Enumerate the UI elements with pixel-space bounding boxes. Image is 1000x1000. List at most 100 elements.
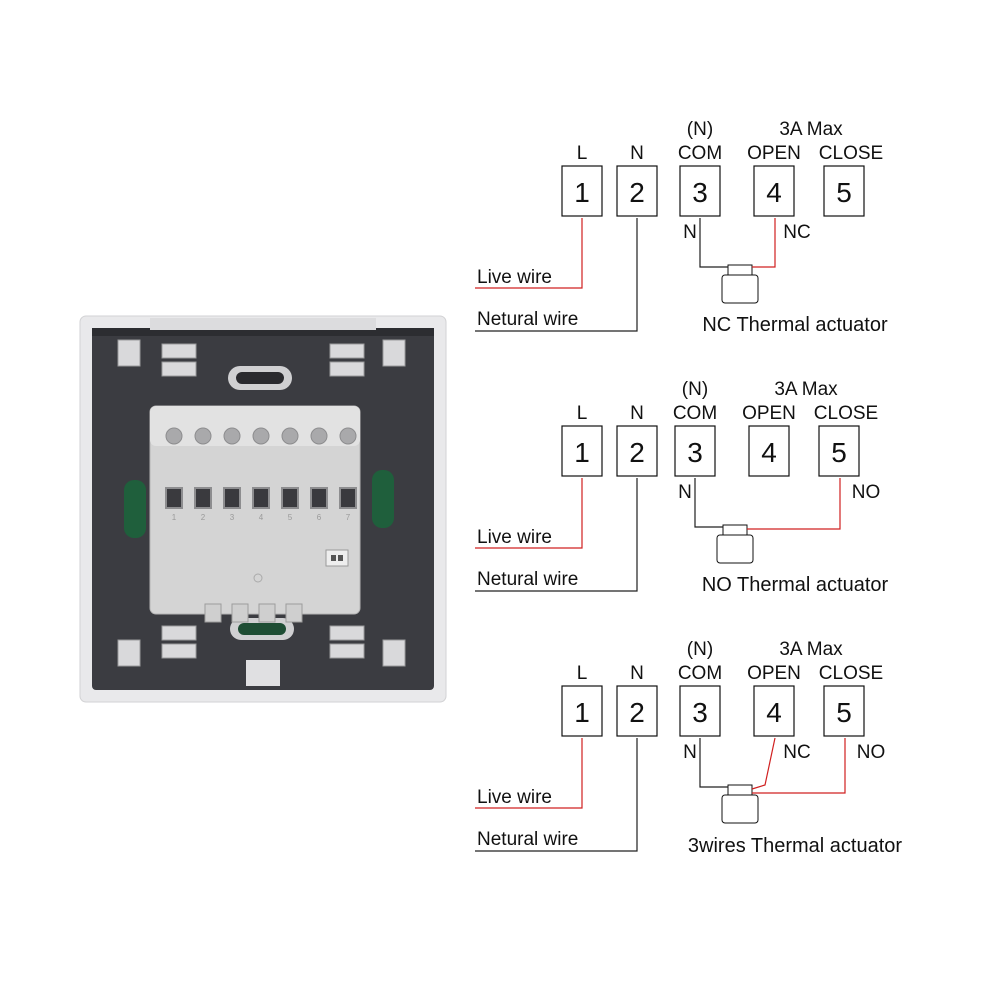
terminal-number: 1 <box>172 513 177 522</box>
com-wire-line <box>699 218 728 268</box>
no-wire-line <box>752 738 846 794</box>
actuator-head <box>727 264 753 276</box>
terminal-slot <box>194 487 212 509</box>
terminal-close-label: CLOSE <box>814 403 878 424</box>
terminal-number-4: 4 <box>761 437 777 468</box>
terminal-open-label: OPEN <box>747 143 801 164</box>
neutral-wire-line <box>475 738 638 852</box>
actuator-head <box>727 784 753 796</box>
com-n-label: N <box>683 222 697 243</box>
terminal-number-5: 5 <box>836 177 852 208</box>
actuator-body <box>716 534 754 564</box>
nc-wire-line <box>752 218 776 268</box>
terminal-n-label: N <box>630 143 644 164</box>
terminal-slot <box>165 487 183 509</box>
neutral-wire-line <box>475 218 638 332</box>
terminal-number-1: 1 <box>574 697 590 728</box>
terminal-slot <box>281 487 299 509</box>
neutral-wire-label: Netural wire <box>477 569 578 590</box>
terminal-number-3: 3 <box>687 437 703 468</box>
nc-label: NC <box>783 222 810 243</box>
com-paren-label: (N) <box>687 639 713 660</box>
terminal-n-label: N <box>630 403 644 424</box>
live-wire-label: Live wire <box>477 267 552 288</box>
live-wire-line <box>475 478 583 549</box>
com-paren-label: (N) <box>682 379 708 400</box>
max-current-label: 3A Max <box>779 639 843 660</box>
actuator-label: 3wires Thermal actuator <box>688 835 903 857</box>
terminal-screw <box>339 427 357 445</box>
terminal-number-4: 4 <box>766 177 782 208</box>
no-label: NO <box>857 742 886 763</box>
actuator-head <box>722 524 748 536</box>
terminal-screw <box>310 427 328 445</box>
actuator-body <box>721 794 759 824</box>
terminal-close-label: CLOSE <box>819 663 883 684</box>
terminal-number: 4 <box>259 513 264 522</box>
com-n-label: N <box>683 742 697 763</box>
terminal-close-label: CLOSE <box>819 143 883 164</box>
terminal-box-2 <box>616 425 658 477</box>
terminal-number: 3 <box>230 513 235 522</box>
terminal-number: 2 <box>201 513 206 522</box>
terminal-number-4: 4 <box>766 697 782 728</box>
terminal-box-3 <box>674 425 716 477</box>
terminal-number-5: 5 <box>836 697 852 728</box>
com-paren-label: (N) <box>687 119 713 140</box>
terminal-slot <box>339 487 357 509</box>
max-current-label: 3A Max <box>774 379 838 400</box>
terminal-number-2: 2 <box>629 437 645 468</box>
nc-label: NC <box>783 742 810 763</box>
terminal-box-2 <box>616 165 658 217</box>
terminal-l-label: L <box>577 663 588 684</box>
terminal-screw <box>252 427 270 445</box>
terminal-box-2 <box>616 685 658 737</box>
max-current-label: 3A Max <box>779 119 843 140</box>
live-wire-line <box>475 738 583 809</box>
terminal-com-label: COM <box>678 663 722 684</box>
terminal-box-3 <box>679 165 721 217</box>
terminal-com-label: COM <box>678 143 722 164</box>
terminal-number: 7 <box>346 513 351 522</box>
nc-wire-line <box>751 737 776 790</box>
terminal-box-1 <box>561 165 603 217</box>
actuator-body <box>721 274 759 304</box>
terminal-box-4 <box>753 165 795 217</box>
terminal-box-5 <box>823 165 865 217</box>
terminal-box-3 <box>679 685 721 737</box>
terminal-number-3: 3 <box>692 177 708 208</box>
com-wire-line <box>694 478 723 528</box>
terminal-slot <box>310 487 328 509</box>
live-wire-label: Live wire <box>477 787 552 808</box>
terminal-number-1: 1 <box>574 437 590 468</box>
terminal-number-3: 3 <box>692 697 708 728</box>
neutral-wire-line <box>475 478 638 592</box>
neutral-wire-label: Netural wire <box>477 309 578 330</box>
actuator-label: NO Thermal actuator <box>702 574 889 596</box>
terminal-open-label: OPEN <box>747 663 801 684</box>
corner-clips <box>117 339 406 667</box>
terminal-slot <box>252 487 270 509</box>
terminal-box-4 <box>753 685 795 737</box>
actuator-label: NC Thermal actuator <box>702 314 888 336</box>
terminal-screw <box>223 427 241 445</box>
terminal-box-5 <box>823 685 865 737</box>
terminal-box-1 <box>561 685 603 737</box>
terminal-number: 5 <box>288 513 293 522</box>
terminal-number-1: 1 <box>574 177 590 208</box>
terminal-open-label: OPEN <box>742 403 796 424</box>
terminal-box-1 <box>561 425 603 477</box>
live-wire-line <box>475 218 583 289</box>
terminal-number-2: 2 <box>629 697 645 728</box>
com-wire-line <box>699 738 728 788</box>
no-label: NO <box>852 482 881 503</box>
terminal-com-label: COM <box>673 403 717 424</box>
no-wire-line <box>747 478 841 530</box>
terminal-screw <box>165 427 183 445</box>
terminal-slot <box>223 487 241 509</box>
